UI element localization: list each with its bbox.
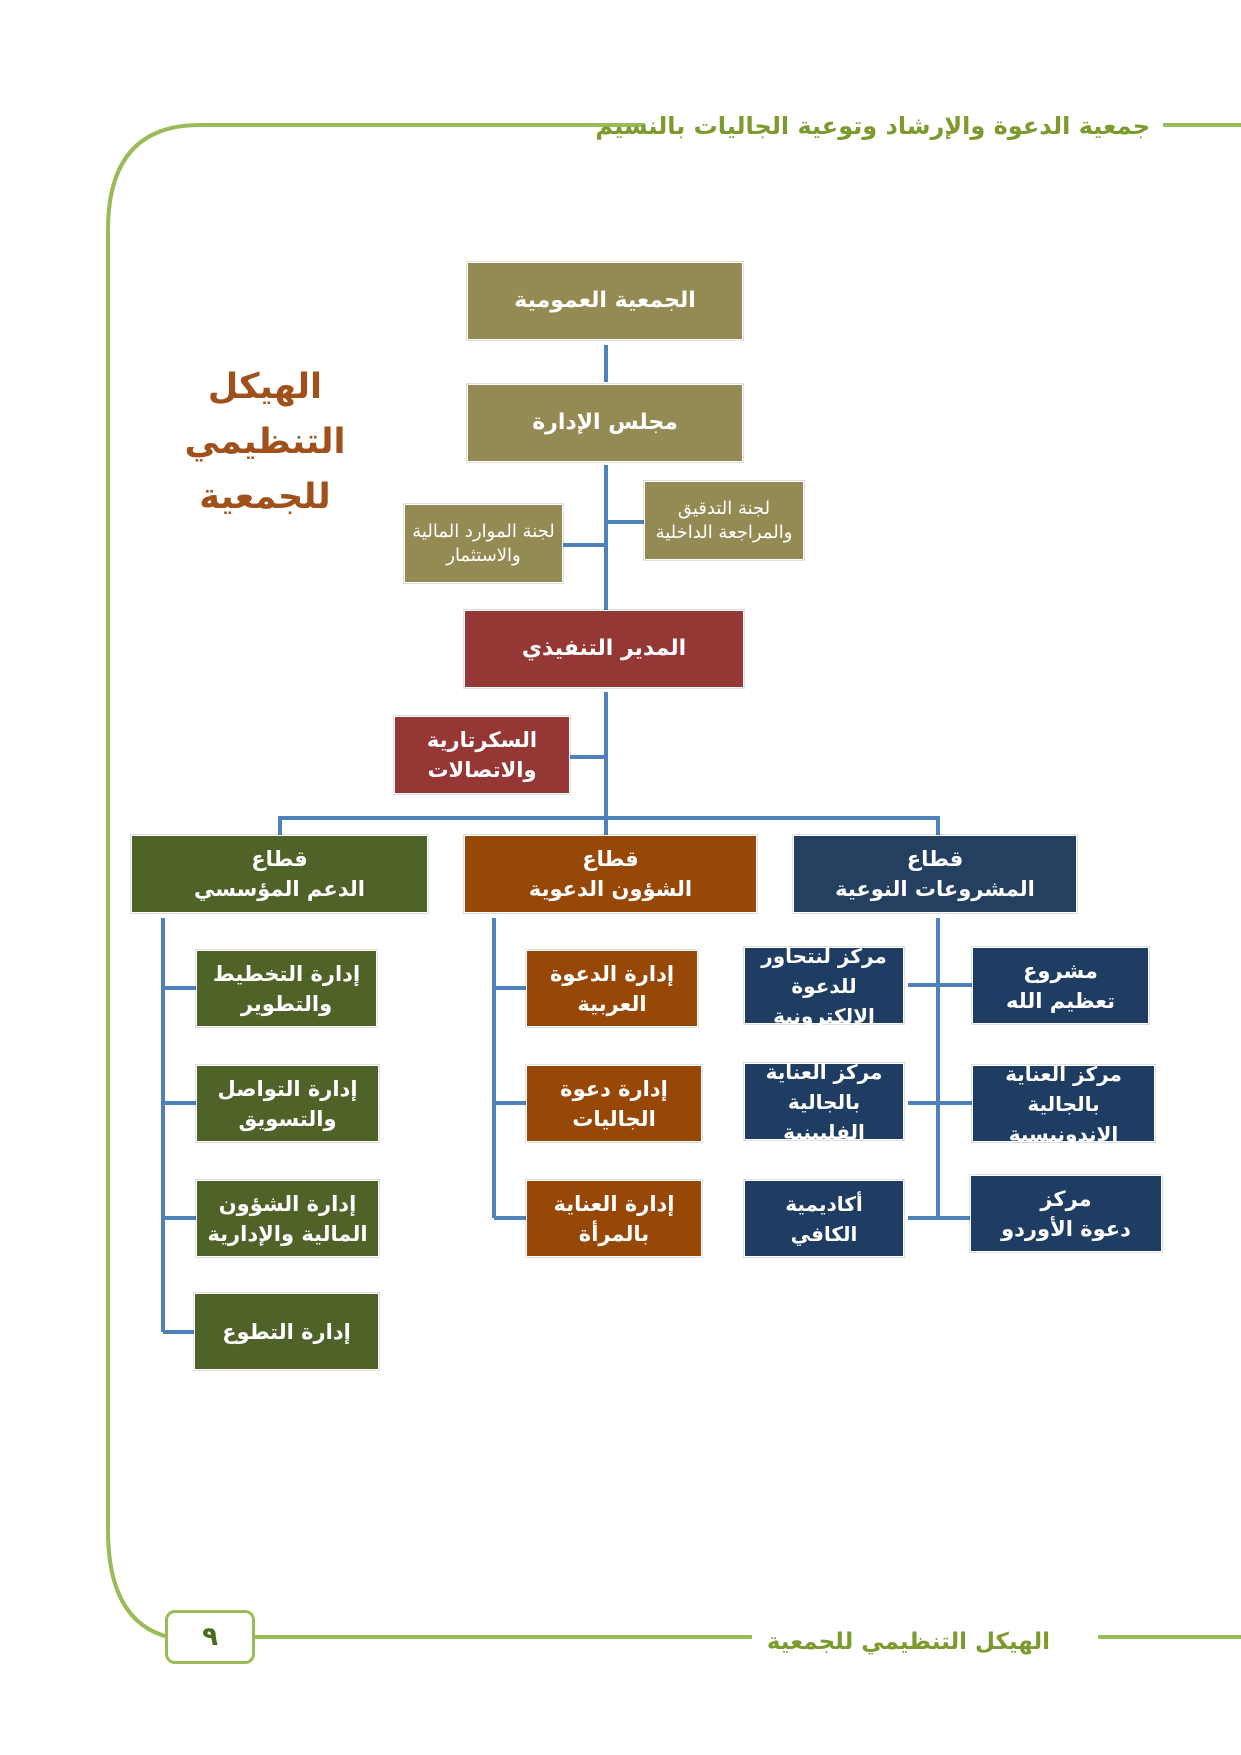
- arabic-dawah-dept-line1: إدارة الدعوة: [549, 961, 675, 986]
- side-title-line2: التنظيمي: [184, 422, 346, 462]
- alkafi-academy-box: أكاديمية الكافي: [744, 1180, 904, 1257]
- finance-admin-dept-line1: إدارة الشؤون: [218, 1191, 357, 1216]
- projects-sector-box: قطاع المشروعات النوعية: [793, 835, 1077, 913]
- women-care-dept-line2: بالمرأة: [578, 1221, 650, 1246]
- glorifying-allah-project-box: مشروع تعظيم الله: [972, 947, 1149, 1024]
- secretariat-line1: السكرتارية: [426, 728, 538, 752]
- side-title-line1: الهيكل: [207, 367, 323, 407]
- board-label: مجلس الإدارة: [532, 410, 678, 435]
- dawah-sector-box: قطاع الشؤون الدعوية: [464, 835, 757, 913]
- linatahawar-center-line1: مركز لنتحاور: [761, 943, 887, 968]
- glorifying-allah-project-line2: تعظيم الله: [1006, 988, 1115, 1013]
- dawah-sector-line1: قطاع: [582, 847, 639, 871]
- page-number-box: ٩: [165, 1610, 255, 1664]
- linatahawar-center-box: مركز لنتحاور للدعوة الإلكترونية: [744, 944, 904, 1028]
- projects-sector-line1: قطاع: [906, 847, 964, 871]
- indonesian-community-center-line1: مركز العناية بالجالية: [1005, 1061, 1122, 1116]
- board-box: مجلس الإدارة: [467, 384, 743, 462]
- finance-admin-dept-box: إدارة الشؤون المالية والإدارية: [196, 1180, 379, 1257]
- arabic-dawah-dept-box: إدارة الدعوة العربية: [526, 950, 698, 1027]
- planning-dept-box: إدارة التخطيط والتطوير: [196, 950, 377, 1027]
- general-assembly-label: الجمعية العمومية: [514, 288, 696, 313]
- linatahawar-center-line2: للدعوة الإلكترونية: [773, 973, 875, 1028]
- women-care-dept-line1: إدارة العناية: [553, 1191, 675, 1216]
- filipino-community-center-line1: مركز العناية: [765, 1059, 883, 1084]
- finance-committee-box: لجنة الموارد المالية والاستثمار: [404, 504, 563, 583]
- volunteering-dept-box: إدارة التطوع: [194, 1293, 379, 1370]
- urdu-dawah-center-line2: دعوة الأوردو: [1001, 1216, 1131, 1241]
- general-assembly-box: الجمعية العمومية: [467, 262, 743, 340]
- women-care-dept-box: إدارة العناية بالمرأة: [526, 1180, 702, 1257]
- glorifying-allah-project-line1: مشروع: [1023, 958, 1098, 983]
- secretariat-box: السكرتارية والاتصالات: [394, 716, 570, 794]
- frame-border: [106, 123, 645, 1642]
- indonesian-community-center-line2: الإندونيسية: [1008, 1121, 1119, 1146]
- filipino-community-center-box: مركز العناية بالجالية الفلبينية: [744, 1060, 904, 1144]
- institutional-sector-line2: الدعم المؤسسي: [194, 877, 365, 901]
- dawah-sector-line2: الشؤون الدعوية: [528, 877, 693, 901]
- audit-committee-box: لجنة التدقيق والمراجعة الداخلية: [644, 481, 804, 560]
- planning-dept-line2: والتطوير: [240, 991, 333, 1016]
- page-number: ٩: [202, 1622, 218, 1652]
- urdu-dawah-center-line1: مركز: [1040, 1186, 1092, 1211]
- projects-sector-line2: المشروعات النوعية: [835, 877, 1035, 901]
- secretariat-line2: والاتصالات: [427, 758, 537, 782]
- communities-dawah-dept-box: إدارة دعوة الجاليات: [526, 1065, 702, 1142]
- communication-dept-box: إدارة التواصل والتسويق: [196, 1065, 379, 1142]
- finance-admin-dept-line2: المالية والإدارية: [207, 1221, 368, 1246]
- planning-dept-line1: إدارة التخطيط: [212, 961, 361, 986]
- institutional-sector-line1: قطاع: [251, 847, 308, 871]
- communication-dept-line2: والتسويق: [238, 1106, 337, 1131]
- chart-side-title: الهيكل التنظيمي للجمعية: [180, 360, 350, 520]
- audit-committee-line2: والمراجعة الداخلية: [655, 521, 793, 543]
- arabic-dawah-dept-line2: العربية: [577, 991, 647, 1016]
- finance-committee-line2: والاستثمار: [446, 544, 521, 566]
- filipino-community-center-line2: بالجالية الفلبينية: [783, 1089, 865, 1144]
- institutional-sector-box: قطاع الدعم المؤسسي: [131, 835, 428, 913]
- side-title-line3: للجمعية: [199, 477, 331, 517]
- header-title: جمعية الدعوة والإرشاد وتوعية الجاليات با…: [595, 112, 1150, 140]
- executive-director-box: المدير التنفيذي: [464, 610, 744, 688]
- indonesian-community-center-box: مركز العناية بالجالية الإندونيسية: [972, 1062, 1155, 1146]
- org-connectors: [161, 345, 976, 1334]
- audit-committee-line1: لجنة التدقيق: [677, 497, 771, 519]
- communities-dawah-dept-line1: إدارة دعوة: [560, 1076, 668, 1101]
- communities-dawah-dept-line2: الجاليات: [572, 1106, 656, 1131]
- executive-director-label: المدير التنفيذي: [521, 636, 687, 661]
- footer-title: الهيكل التنظيمي للجمعية: [766, 1629, 1050, 1655]
- volunteering-dept-line1: إدارة التطوع: [222, 1319, 351, 1344]
- alkafi-academy-line1: أكاديمية الكافي: [785, 1191, 863, 1246]
- communication-dept-line1: إدارة التواصل: [217, 1076, 358, 1101]
- finance-committee-line1: لجنة الموارد المالية: [412, 520, 555, 542]
- urdu-dawah-center-box: مركز دعوة الأوردو: [970, 1175, 1162, 1252]
